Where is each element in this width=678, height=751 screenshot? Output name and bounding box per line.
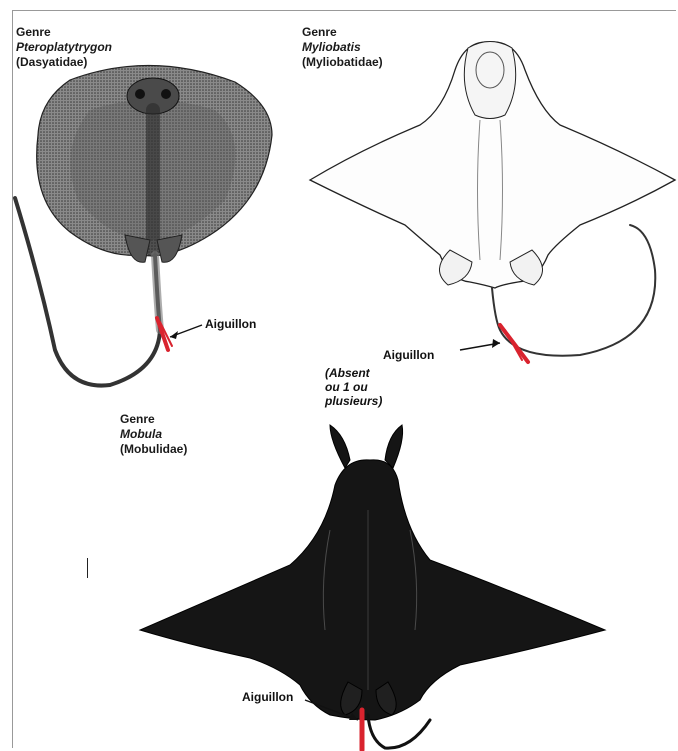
eagle-ray-spine-label: Aiguillon (383, 348, 434, 362)
stingray-eye-left (135, 89, 145, 99)
manta-illustration (130, 420, 610, 750)
text-cursor (87, 558, 88, 578)
stingray-spine-label: Aiguillon (205, 317, 256, 331)
stingray-eye-right (161, 89, 171, 99)
stingray-genus-prefix: Genre (16, 25, 51, 39)
manta-spine-label: Aiguillon (242, 690, 293, 704)
eagle-ray-spine-note: (Absent ou 1 ou plusieurs) (325, 366, 382, 408)
manta-disc (140, 460, 605, 720)
eagle-ray-illustration (300, 30, 678, 370)
stingray-illustration (10, 50, 300, 420)
